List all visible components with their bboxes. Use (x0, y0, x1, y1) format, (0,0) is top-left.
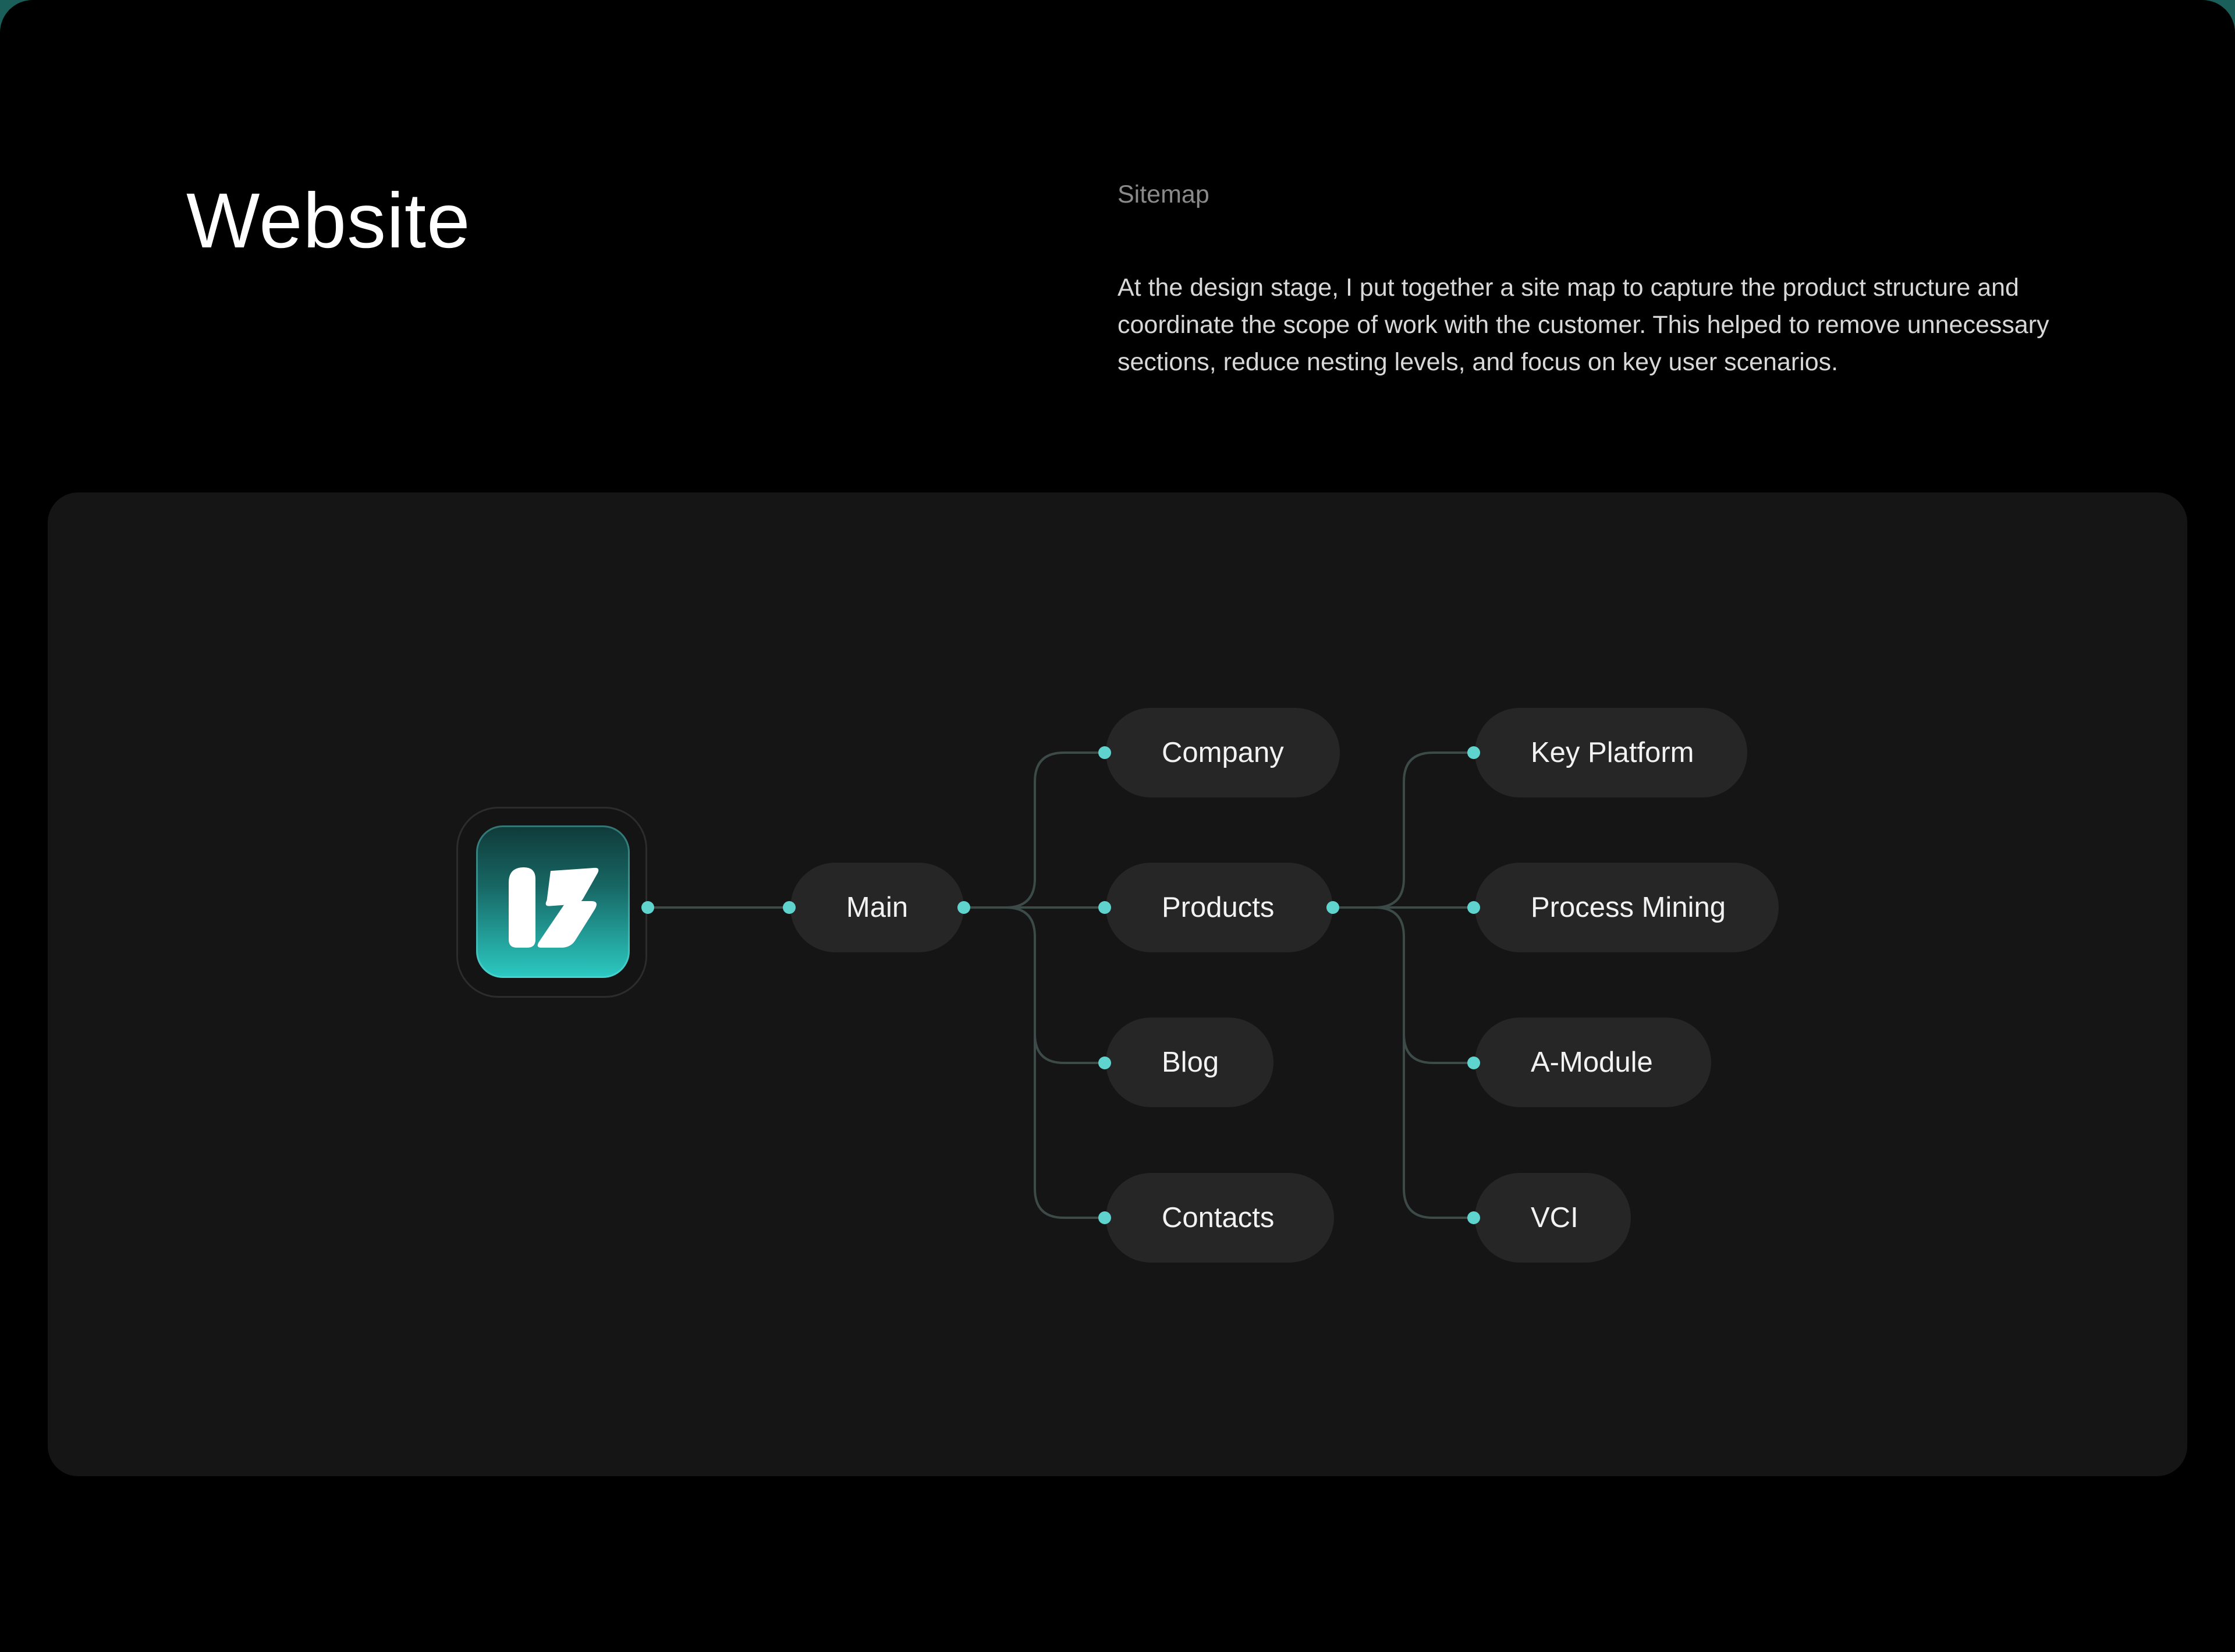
connector-dot (1098, 746, 1111, 759)
connector-products-key-platform (1333, 751, 1474, 909)
connector-main-blog (1005, 906, 1105, 1064)
connector-dot (1467, 746, 1480, 759)
sitemap-node-company[interactable]: Company (1106, 708, 1340, 797)
connector-dot (1326, 901, 1339, 914)
sitemap-node-blog[interactable]: Blog (1106, 1018, 1273, 1107)
connector-dot (1467, 1211, 1480, 1224)
connector-dot (1098, 901, 1111, 914)
connector-main-contacts (1034, 1034, 1105, 1219)
sitemap-node-products[interactable]: Products (1106, 863, 1333, 952)
sitemap-node-contacts[interactable]: Contacts (1106, 1173, 1334, 1263)
connector-products-a-module (1374, 906, 1474, 1064)
sitemap-panel (48, 492, 2187, 1476)
connector-dot (641, 901, 654, 914)
connector-dot (1467, 901, 1480, 914)
connector-main-company (964, 751, 1105, 909)
sitemap-node-vci[interactable]: VCI (1475, 1173, 1631, 1263)
connector-products-vci (1403, 1034, 1474, 1219)
connector-dot (1467, 1057, 1480, 1069)
sitemap-node-a-module[interactable]: A-Module (1475, 1018, 1711, 1107)
page-title: Website (186, 178, 471, 264)
sitemap-node-main[interactable]: Main (790, 863, 964, 952)
section-description: At the design stage, I put together a si… (1118, 274, 2049, 376)
connector-dot (783, 901, 796, 914)
sitemap-node-key-platform[interactable]: Key Platform (1475, 708, 1747, 797)
connector-dot (1098, 1057, 1111, 1069)
connector-dot (1098, 1211, 1111, 1224)
brand-logo-icon (476, 825, 630, 978)
sitemap-node-process-mining[interactable]: Process Mining (1475, 863, 1779, 952)
connector-dot (957, 901, 970, 914)
section-label: Sitemap (1118, 180, 1209, 208)
